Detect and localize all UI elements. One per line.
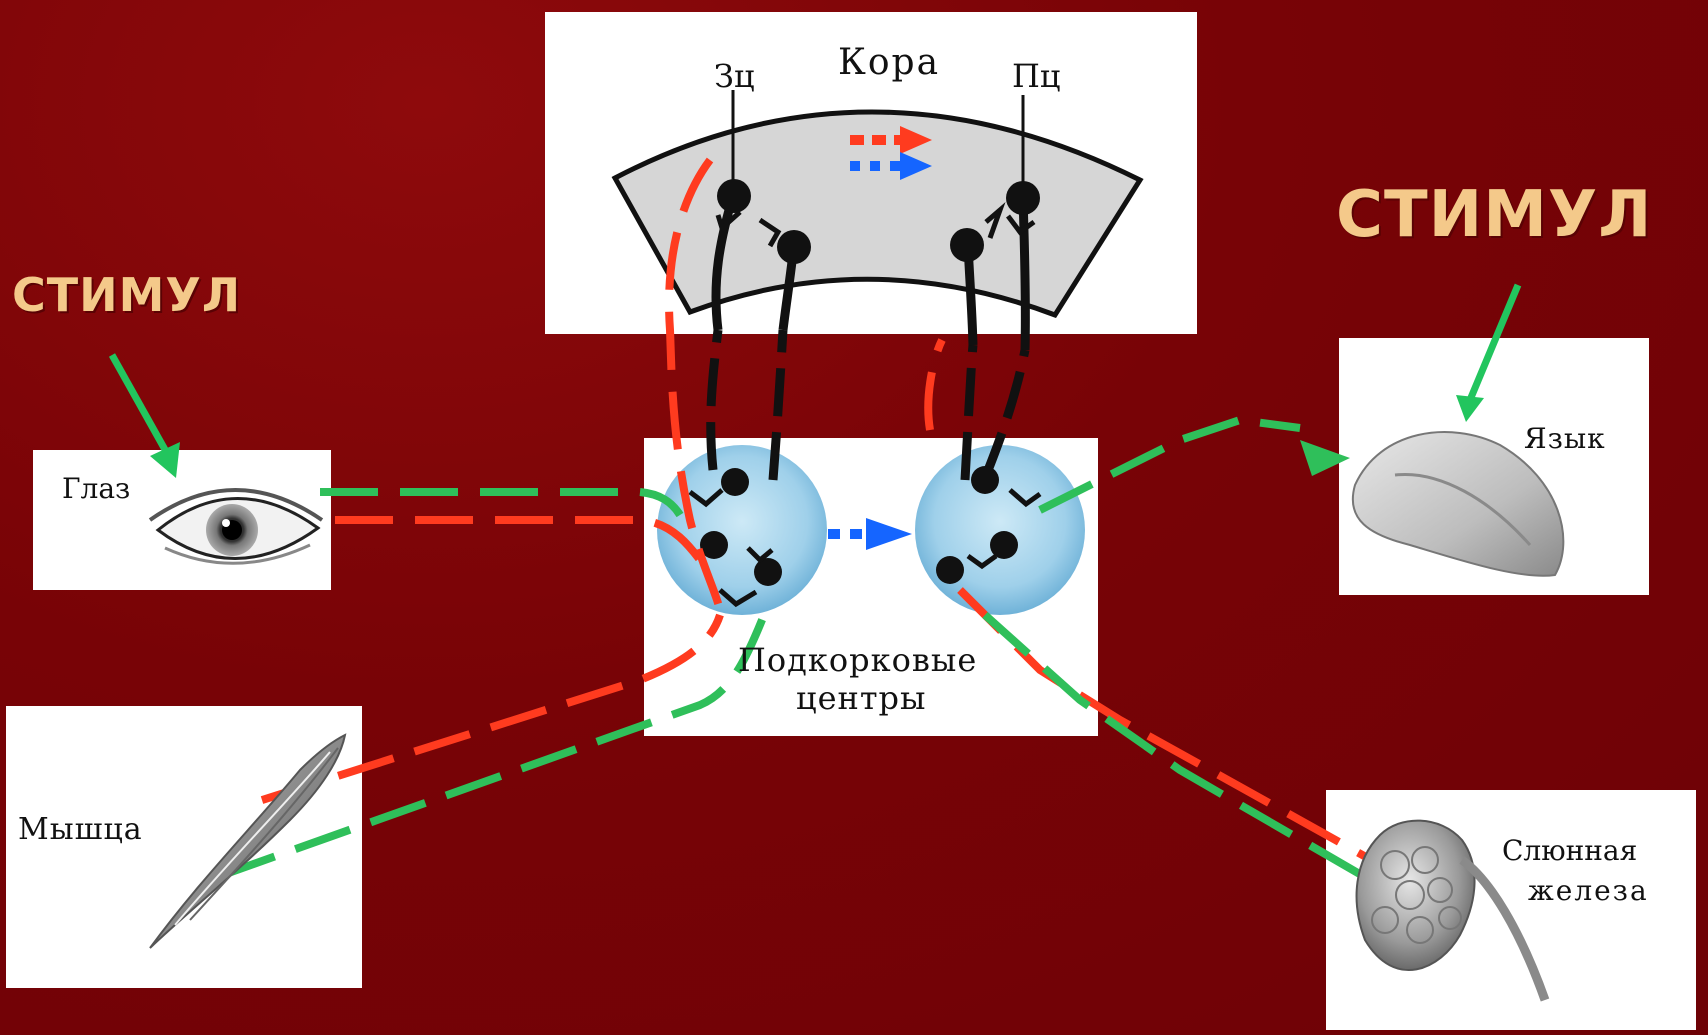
efferent-green-lines <box>218 415 1373 884</box>
stimulus-arrowhead-left <box>150 442 180 478</box>
gland-label-line2: железа <box>1528 874 1649 907</box>
muscle-illustration <box>149 733 347 949</box>
neural-pathways <box>706 194 1030 481</box>
stimulus-label-right: СТИМУЛ <box>1336 178 1653 252</box>
subcortical-neurons <box>700 466 1018 586</box>
cortex-red-arrowhead <box>900 126 932 154</box>
cortex-band <box>611 109 1144 319</box>
cortex-blue-arrowhead <box>900 152 932 180</box>
muscle-label: Мышца <box>18 812 143 847</box>
subcortical-center-left <box>657 445 827 615</box>
cortex-right-center-label: Пц <box>1012 57 1061 95</box>
cortex-title: Кора <box>838 42 941 83</box>
gland-label-line1: Слюнная <box>1502 834 1638 867</box>
tongue-illustration <box>1351 431 1565 577</box>
gland-illustration <box>1355 819 1550 1002</box>
subcortical-label-line2: центры <box>796 679 927 717</box>
subcortical-center-right <box>915 445 1085 615</box>
tongue-label: Язык <box>1524 422 1606 455</box>
cortex-neurons <box>717 179 1040 264</box>
eye-label: Глаз <box>62 472 131 505</box>
stimulus-arrows <box>108 283 1522 457</box>
eye-illustration <box>148 488 324 565</box>
cortex-left-center-label: Зц <box>714 57 755 95</box>
stimulus-label-left: СТИМУЛ <box>12 268 242 322</box>
tongue-arrowhead <box>1300 440 1350 476</box>
subcortical-blue-arrowhead <box>866 518 912 550</box>
subcortical-label-line1: Подкорковые <box>738 641 978 679</box>
stimulus-arrowhead-right <box>1456 395 1484 422</box>
